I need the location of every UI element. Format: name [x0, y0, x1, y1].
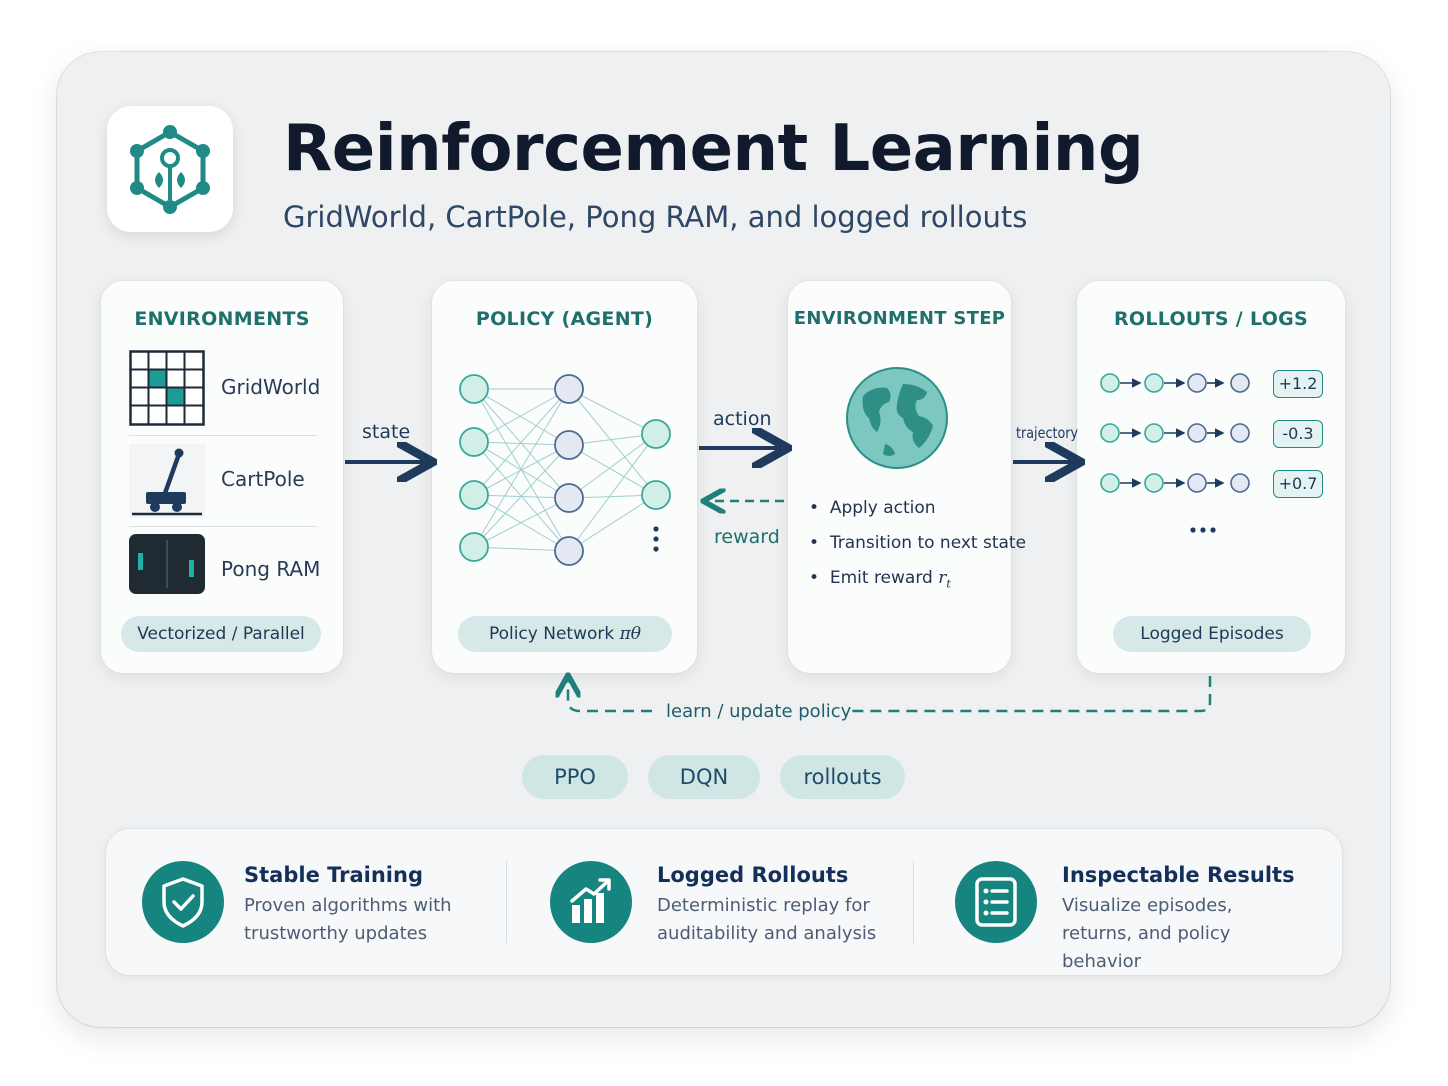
- tag-rollouts: rollouts: [780, 755, 905, 799]
- reward-symbol: rt: [938, 568, 951, 591]
- features-panel: Stable Training Proven algorithms with t…: [106, 829, 1342, 975]
- tag-dqn: DQN: [648, 755, 760, 799]
- neural-network-icon: [459, 374, 671, 566]
- feature-icon-circle: [550, 861, 632, 943]
- globe-illustration: [845, 366, 949, 474]
- trajectory-icon: [1100, 373, 1250, 500]
- feature-description: Visualize episodes, returns, and policy …: [1062, 895, 1233, 972]
- policy-card: POLICY (AGENT): [432, 281, 697, 673]
- page-title: Reinforcement Learning: [283, 112, 1144, 186]
- feature-title: Stable Training: [244, 863, 423, 887]
- feature-icon-circle: [955, 861, 1037, 943]
- env-label-pong: Pong RAM: [221, 557, 321, 581]
- more-ellipsis-icon: [1189, 519, 1219, 538]
- cartpole-icon: [129, 444, 205, 518]
- rollouts-footer-pill: Logged Episodes: [1113, 616, 1311, 652]
- env-step-bullet: • Apply action: [809, 498, 936, 518]
- policy-footer-pill: Policy Network πθ: [458, 616, 672, 652]
- environments-title: ENVIRONMENTS: [134, 308, 310, 330]
- policy-symbol: πθ: [619, 624, 642, 644]
- trajectory-chains: [1099, 370, 1259, 504]
- pong-icon: [129, 534, 205, 594]
- return-badge: -0.3: [1273, 420, 1323, 448]
- grid-icon: [129, 350, 205, 426]
- gridworld-thumbnail: [129, 350, 205, 430]
- shield-check-icon: [162, 877, 204, 928]
- globe-icon: [846, 367, 948, 469]
- tag-ppo: PPO: [522, 755, 628, 799]
- feature-separator: [913, 861, 914, 943]
- env-step-bullet: • Emit reward rt: [809, 568, 951, 591]
- reward-label: reward: [714, 526, 780, 548]
- feature-icon-circle: [142, 861, 224, 943]
- policy-network-diagram: [452, 367, 682, 571]
- rollouts-card: ROLLOUTS / LOGS +1.2 -0.3 +0.7: [1077, 281, 1345, 673]
- pong-thumbnail: [129, 534, 205, 598]
- feature-description: Proven algorithms with trustworthy updat…: [244, 895, 452, 944]
- environment-step-card: ENVIRONMENT STEP • Apply action • Transi…: [788, 281, 1026, 673]
- page-subtitle: GridWorld, CartPole, Pong RAM, and logge…: [283, 200, 1028, 234]
- env-label-cartpole: CartPole: [221, 467, 305, 491]
- action-label: action: [713, 408, 772, 430]
- policy-footer-label: Policy Network: [488, 624, 620, 644]
- network-hexagon-icon: [130, 125, 210, 214]
- feature-description: Deterministic replay for auditability an…: [657, 895, 877, 944]
- list-document-icon: [975, 877, 1017, 927]
- rollouts-title: ROLLOUTS / LOGS: [1113, 308, 1309, 330]
- app-logo: [107, 106, 233, 232]
- learn-label: learn / update policy: [666, 701, 852, 722]
- bar-chart-icon: [570, 878, 611, 923]
- env-step-bullet: • Transition to next state: [809, 533, 1027, 553]
- policy-title: POLICY (AGENT): [475, 308, 654, 330]
- return-badge: +0.7: [1273, 470, 1323, 498]
- env-step-title: ENVIRONMENT STEP: [793, 308, 1006, 329]
- cartpole-thumbnail: [129, 444, 205, 522]
- env-label-gridworld: GridWorld: [221, 375, 321, 399]
- env-divider: [129, 526, 317, 527]
- trajectory-label: trajectory: [1016, 424, 1079, 442]
- environments-card: ENVIRONMENTS GridWorld CartPole: [101, 281, 343, 673]
- environments-footer-pill: Vectorized / Parallel: [121, 616, 321, 652]
- return-badge: +1.2: [1273, 370, 1323, 398]
- state-label: state: [362, 421, 411, 443]
- feature-title: Logged Rollouts: [657, 863, 849, 887]
- feature-separator: [506, 861, 507, 943]
- feature-title: Inspectable Results: [1062, 863, 1295, 887]
- env-divider: [129, 435, 317, 436]
